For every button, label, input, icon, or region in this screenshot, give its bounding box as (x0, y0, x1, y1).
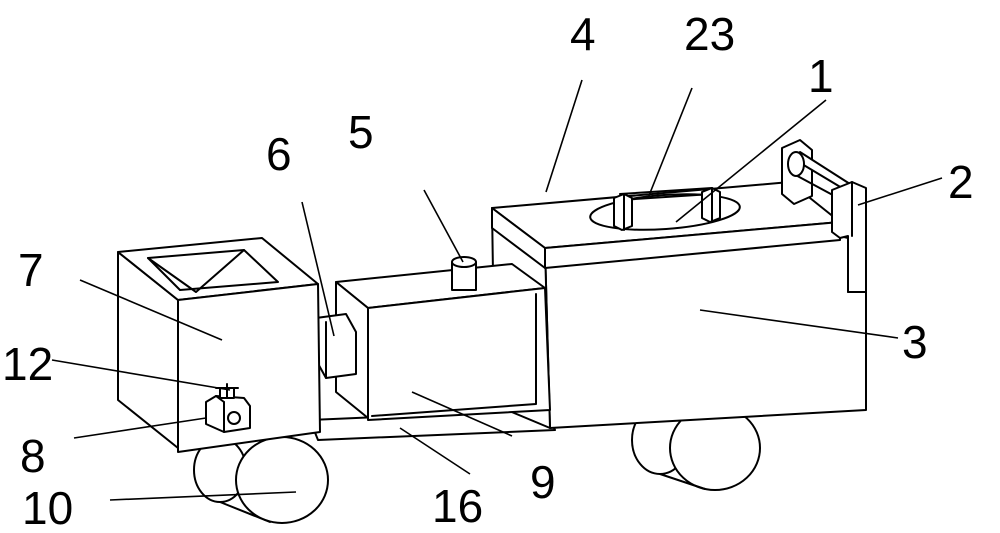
label-4: 4 (570, 8, 596, 60)
blade-23 (619, 187, 713, 201)
label-1: 1 (808, 50, 834, 102)
label-10: 10 (22, 482, 73, 533)
label-9: 9 (530, 456, 556, 508)
label-2: 2 (948, 156, 974, 208)
label-6: 6 (266, 128, 292, 180)
valve-8 (205, 395, 251, 433)
label-23: 23 (684, 8, 735, 60)
label-3: 3 (902, 316, 928, 368)
handle-frame (781, 139, 867, 293)
label-8: 8 (20, 430, 46, 482)
front-wheel-left (193, 436, 329, 524)
label-12: 12 (2, 338, 53, 390)
middle-box (335, 263, 551, 421)
label-16: 16 (432, 480, 483, 532)
label-7: 7 (18, 244, 44, 296)
reference-labels: 1 2 3 4 5 6 7 8 9 10 12 16 23 (2, 8, 974, 533)
connector-6 (315, 313, 357, 379)
pipe-5 (451, 256, 477, 291)
top-cover (491, 181, 841, 269)
label-5: 5 (348, 106, 374, 158)
leader-lines (51, 79, 943, 501)
